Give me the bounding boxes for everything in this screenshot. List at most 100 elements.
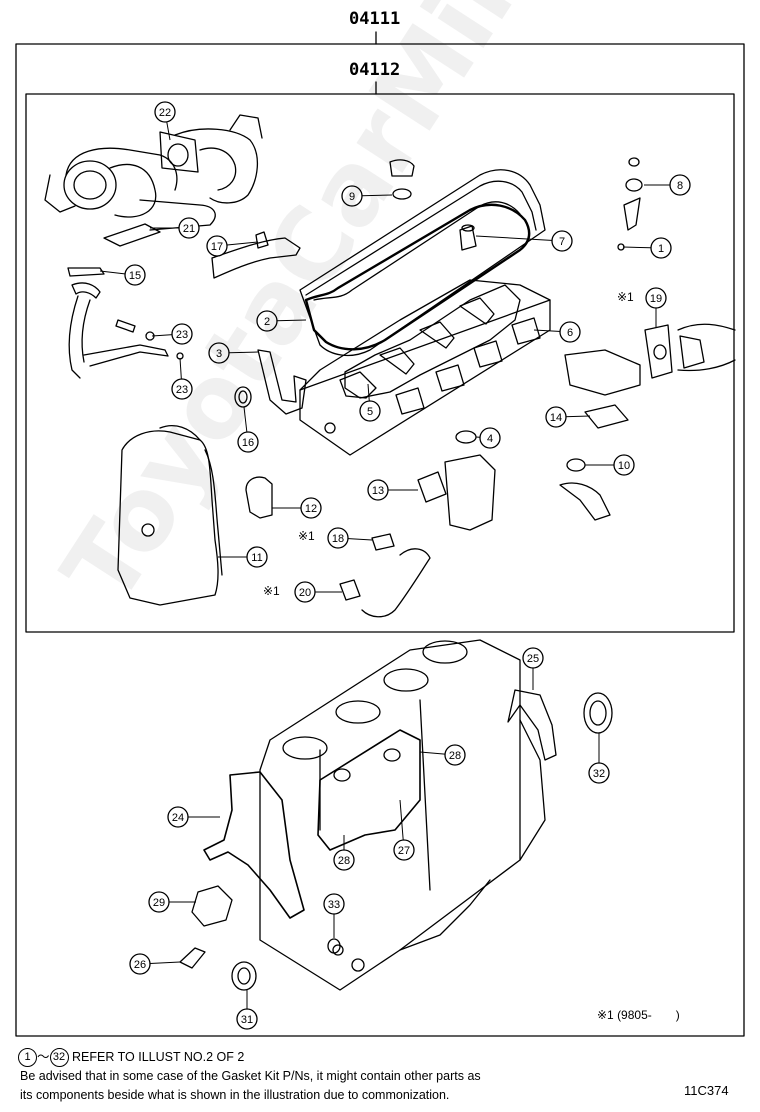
refer-note: 1～32 REFER TO ILLUST NO.2 OF 2	[18, 1046, 245, 1068]
applicability-footnote: ※1 (9805- )	[597, 1008, 680, 1022]
callout-circle-9	[341, 185, 363, 207]
callout-circle-4	[479, 427, 501, 449]
callout-number-2: 2	[264, 316, 270, 328]
callout-number-28a: 28	[449, 750, 461, 762]
callout-7: 7	[551, 230, 573, 252]
callout-1: 1	[650, 237, 672, 259]
illustration-code: 11C374	[684, 1083, 729, 1098]
callout-12: 12	[300, 497, 322, 519]
callout-6: 6	[559, 321, 581, 343]
callout-number-14: 14	[550, 412, 562, 424]
callout-circle-33	[323, 893, 345, 915]
intake-gasket-drawing	[257, 349, 307, 415]
callout-number-5: 5	[367, 406, 373, 418]
part-18-drawing	[371, 533, 395, 551]
callout-number-25: 25	[527, 653, 539, 665]
water-inlet-drawing	[417, 454, 611, 531]
callout-number-8: 8	[677, 180, 683, 192]
o-ring-4-drawing	[455, 430, 477, 444]
part-25-drawing	[507, 689, 557, 761]
callout-28a: 28	[444, 744, 466, 766]
callout-circle-16	[237, 431, 259, 453]
callout-circle-8	[669, 174, 691, 196]
callout-17: 17	[206, 235, 228, 257]
part-14-drawing	[584, 404, 629, 429]
callout-26: 26	[129, 953, 151, 975]
refer-tilde: ～	[37, 1050, 50, 1064]
callout-number-26: 26	[134, 959, 146, 971]
refer-from-badge: 1	[18, 1048, 37, 1068]
callout-number-12: 12	[305, 503, 317, 515]
callout-circle-17	[206, 235, 228, 257]
callout-circle-18	[327, 527, 349, 549]
callout-31: 31	[236, 1008, 258, 1030]
callout-circle-22	[154, 101, 176, 123]
callout-10: 10	[613, 454, 635, 476]
callout-number-21: 21	[183, 223, 195, 235]
timing-cover-drawing	[117, 425, 223, 606]
callout-circle-28a	[444, 744, 466, 766]
callout-14: 14	[545, 406, 567, 428]
callout-circle-23a	[171, 323, 193, 345]
part-12-drawing	[245, 476, 273, 519]
asterisk-20: ※1	[263, 584, 280, 598]
seal-16-drawing	[234, 386, 252, 408]
part-28-drawing	[317, 729, 421, 851]
callout-circle-2	[256, 310, 278, 332]
callout-circle-19	[645, 287, 667, 309]
callout-3: 3	[208, 342, 230, 364]
callout-number-9: 9	[349, 191, 355, 203]
callout-number-27: 27	[398, 845, 410, 857]
callout-number-15: 15	[129, 270, 141, 282]
callout-circle-31	[236, 1008, 258, 1030]
part-26-drawing	[179, 947, 206, 969]
callout-number-31: 31	[241, 1014, 253, 1026]
callout-circle-20	[294, 581, 316, 603]
refer-text: REFER TO ILLUST NO.2 OF 2	[72, 1050, 245, 1064]
cylinder-block-drawing	[259, 639, 546, 991]
callout-9: 9	[341, 185, 363, 207]
callout-number-32: 32	[593, 768, 605, 780]
callout-circle-32	[588, 762, 610, 784]
callout-19: 19	[645, 287, 667, 309]
part-24-drawing	[203, 771, 305, 919]
callout-circle-1	[650, 237, 672, 259]
callout-2: 2	[256, 310, 278, 332]
callout-circle-3	[208, 342, 230, 364]
callout-circle-27	[393, 839, 415, 861]
callout-20: 20	[294, 581, 316, 603]
callout-number-18: 18	[332, 533, 344, 545]
callout-circle-29	[148, 891, 170, 913]
kit-04112-label: 04112	[349, 60, 401, 80]
part-20-drawing	[339, 579, 361, 601]
callout-25: 25	[522, 647, 544, 669]
callout-circle-13	[367, 479, 389, 501]
callout-number-16: 16	[242, 437, 254, 449]
refer-to-badge: 32	[49, 1048, 69, 1068]
leader-line-7	[475, 235, 563, 242]
injector-drawing	[617, 157, 643, 251]
cylinder-head-cover-drawing	[299, 169, 546, 357]
callout-circle-21	[178, 217, 200, 239]
callout-number-22: 22	[159, 107, 171, 119]
callout-13: 13	[367, 479, 389, 501]
callout-33: 33	[323, 893, 345, 915]
callout-circle-6	[559, 321, 581, 343]
callout-number-33: 33	[328, 899, 340, 911]
seal-31-drawing	[231, 961, 257, 991]
callout-number-11: 11	[251, 552, 262, 564]
callout-number-29: 29	[153, 897, 165, 909]
plug-33-drawing	[327, 938, 341, 954]
callout-number-23a: 23	[176, 329, 188, 341]
callout-number-28b: 28	[338, 855, 350, 867]
callout-32: 32	[588, 762, 610, 784]
oil-pipe-drawing	[67, 267, 184, 379]
callout-number-7: 7	[559, 236, 565, 248]
callout-circle-23b	[171, 378, 193, 400]
part-17-drawing	[211, 237, 301, 279]
callout-16: 16	[237, 431, 259, 453]
callout-number-1: 1	[658, 243, 664, 255]
callout-4: 4	[479, 427, 501, 449]
turbocharger-drawing	[44, 114, 263, 247]
